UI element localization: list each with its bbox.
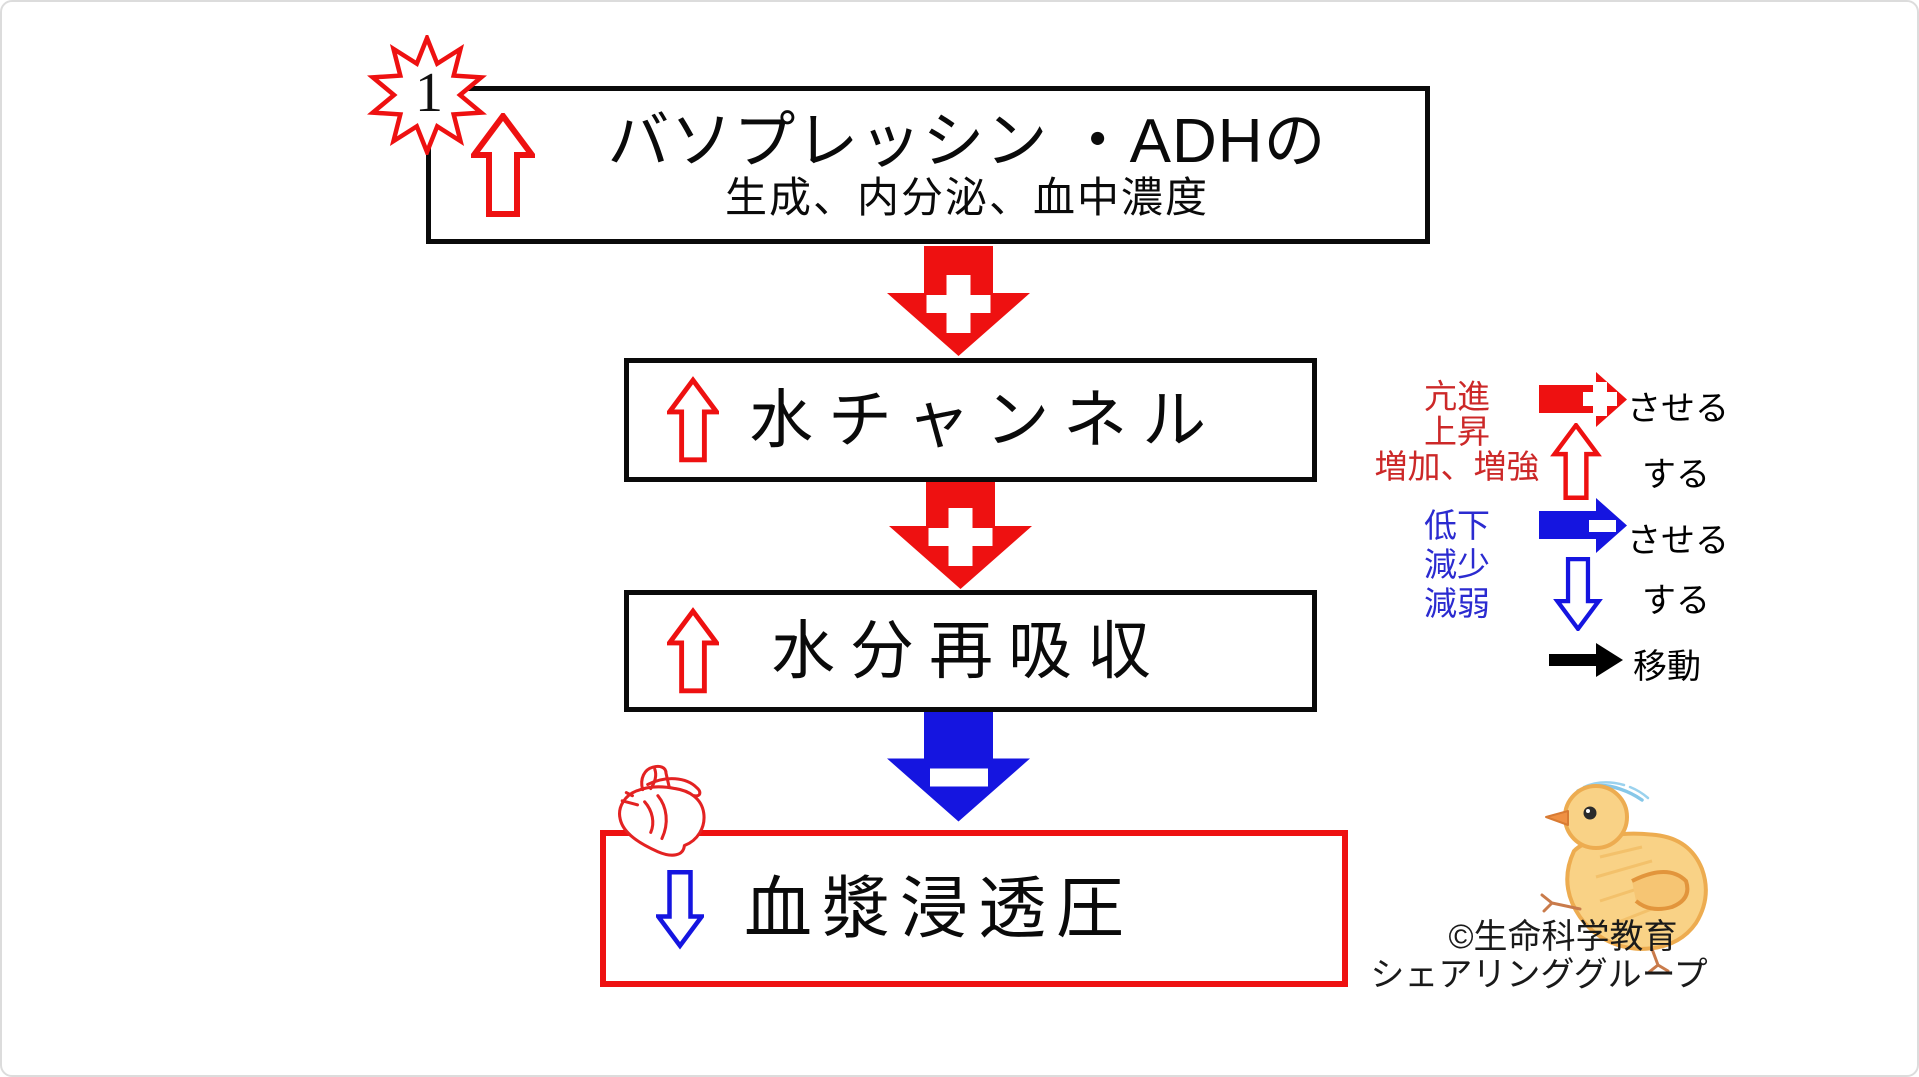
cause-decrease-arrow-icon: [887, 711, 1030, 822]
legend-self-increase-label: する: [1642, 456, 1710, 494]
box-water-channel: 水チャンネル: [624, 358, 1317, 482]
legend-decrease-terms: 低下 減少 減弱: [1362, 506, 1552, 623]
legend-term: 増加、増強: [1374, 448, 1540, 485]
credit: ©生命科学教育 シェアリンググループ: [1365, 918, 1713, 994]
legend-self-increase-arrow-icon: [1550, 423, 1602, 500]
box-subtitle: 生成、内分泌、血中濃度: [724, 174, 1209, 221]
legend-term: 低下: [1424, 507, 1490, 544]
box-title: 水分再吸収: [771, 615, 1166, 687]
legend-move-label: 移動: [1633, 648, 1701, 686]
legend-term: 減弱: [1424, 585, 1490, 622]
legend-cause-decrease-label: させる: [1627, 522, 1729, 560]
heart-icon: [618, 764, 706, 857]
legend-cause-increase-arrow-icon: [1539, 372, 1627, 427]
legend-term: 亢進: [1424, 378, 1490, 415]
box-title: 水チャンネル: [749, 384, 1222, 456]
step-1-starburst-icon: [367, 35, 487, 155]
box-water-reabsorption: 水分再吸収: [624, 590, 1317, 712]
legend-self-decrease-label: する: [1642, 582, 1710, 620]
box-title: バソプレッシン ・ADHの: [607, 107, 1327, 176]
increase-arrow-icon: [667, 376, 719, 463]
credit-line: シェアリンググループ: [1370, 956, 1708, 994]
legend-self-decrease-arrow-icon: [1553, 557, 1603, 631]
chick-mascot-icon: [1540, 781, 1708, 975]
legend-move-arrow-icon: [1549, 643, 1623, 677]
decrease-arrow-icon: [656, 869, 704, 950]
legend-cause-increase-label: させる: [1627, 390, 1729, 428]
legend-term: 上昇: [1424, 413, 1490, 450]
credit-line: ©生命科学教育: [1448, 918, 1678, 956]
increase-arrow-icon: [667, 607, 719, 694]
box-vasopressin-adh: バソプレッシン ・ADHの 生成、内分泌、血中濃度: [426, 86, 1430, 244]
legend: 亢進 上昇 増加、増強 させる する 低下 減少 減弱 させる する: [1362, 367, 1782, 697]
increase-arrow-icon: [471, 113, 535, 217]
step-number: 1: [415, 62, 443, 124]
box-title: 血漿浸透圧: [744, 870, 1135, 947]
cause-increase-arrow-icon: [887, 246, 1030, 356]
legend-increase-terms: 亢進 上昇 増加、増強: [1362, 379, 1552, 484]
legend-term: 減少: [1424, 546, 1490, 583]
legend-cause-decrease-arrow-icon: [1539, 498, 1627, 553]
cause-increase-arrow-icon: [889, 479, 1032, 589]
box-plasma-osmotic-pressure: 血漿浸透圧: [600, 830, 1348, 987]
